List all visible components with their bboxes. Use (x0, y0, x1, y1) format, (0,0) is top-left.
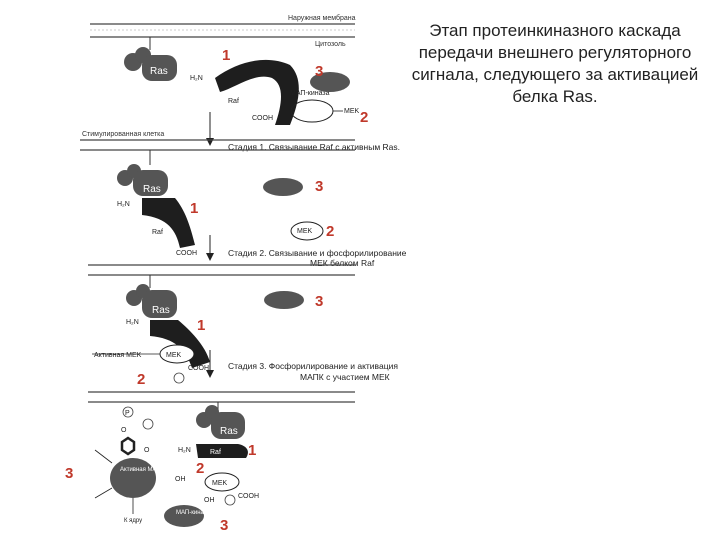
svg-text:MEK: MEK (212, 480, 228, 487)
membrane-label: Наружная мембрана (288, 14, 356, 22)
active-mapk-protein (110, 458, 156, 498)
svg-text:1: 1 (190, 200, 198, 217)
panel-stage-1: Наружная мембрана Цитозоль Ras H₂N Raf C… (90, 14, 400, 152)
panel-stage-3: Ras H₂N Активная MEK MEK COOH 1 3 2 Стад… (88, 264, 398, 388)
svg-text:OH: OH (204, 497, 215, 504)
svg-text:OH: OH (175, 476, 186, 483)
svg-text:2: 2 (137, 371, 145, 388)
raf-protein-4 (196, 444, 248, 458)
mek-protein-1 (290, 99, 334, 123)
svg-text:COOH: COOH (176, 250, 197, 257)
stimulus-label: Стимулированная клетка (82, 131, 164, 138)
svg-text:MEK: MEK (166, 352, 182, 359)
mapk-protein-1 (310, 72, 350, 92)
mek-protein-2 (290, 221, 324, 241)
svg-text:H₂N: H₂N (126, 319, 139, 326)
stage-2-label-a: Стадия 2. Связывание и фосфорилирование (228, 248, 407, 258)
svg-text:2: 2 (196, 460, 204, 477)
svg-text:P: P (125, 410, 130, 417)
svg-text:Raf: Raf (152, 229, 163, 236)
stage-3-label-b: МАПК с участием МЕК (300, 372, 390, 382)
svg-text:H₂N: H₂N (117, 201, 130, 208)
raf-protein-3 (150, 320, 210, 368)
slide-title: Этап протеинкиназного каскада передачи в… (411, 21, 699, 106)
svg-text:Ras: Ras (152, 305, 170, 316)
ras-label: Ras (150, 66, 168, 77)
raf-protein-2 (142, 198, 195, 248)
marker-2: 2 (360, 109, 368, 126)
svg-text:3: 3 (315, 293, 323, 310)
svg-text:H₂N: H₂N (178, 447, 191, 454)
svg-text:1: 1 (197, 317, 205, 334)
marker-1: 1 (222, 47, 230, 64)
raf-label: Raf (228, 98, 239, 105)
mapk-label: МАП-киназа (290, 90, 330, 97)
svg-text:МАП-киназа: МАП-киназа (176, 510, 211, 516)
svg-text:2: 2 (326, 223, 334, 240)
ras-protein-2: Ras (117, 164, 168, 196)
panel-stage-4: Ras H₂N Raf MEK COOH OH OH МАП-киназа P … (65, 391, 355, 534)
svg-text:COOH: COOH (188, 365, 209, 372)
svg-text:Ras: Ras (143, 184, 161, 195)
svg-text:COOH: COOH (238, 493, 259, 500)
svg-text:Raf: Raf (210, 449, 221, 456)
raf-protein-1 (215, 59, 299, 125)
mapk-protein-4 (164, 505, 204, 527)
ras-protein-1: Ras (124, 47, 177, 81)
ras-protein-3: Ras (126, 284, 177, 318)
svg-text:O: O (144, 447, 150, 454)
mek-protein-3 (159, 344, 195, 364)
svg-text:O: O (121, 427, 127, 434)
mek-protein-4 (204, 472, 240, 492)
cytosol-label: Цитозоль (315, 41, 346, 48)
svg-text:MEK: MEK (297, 228, 313, 235)
mek-label: MEK (344, 108, 360, 115)
svg-text:3: 3 (220, 517, 228, 534)
stage-2-label-b: МЕК белком Raf (310, 258, 375, 268)
active-mek-label: Активная MEK (94, 352, 142, 359)
mapk-protein-2 (263, 178, 303, 196)
stage-3-label-a: Стадия 3. Фосфорилирование и активация (228, 361, 398, 371)
h2n-label: H₂N (190, 75, 203, 82)
ras-protein-4: Ras (196, 405, 245, 439)
cooh-label: COOH (252, 115, 273, 122)
svg-text:Ras: Ras (220, 426, 238, 437)
svg-text:3: 3 (315, 178, 323, 195)
stage-1-label: Стадия 1. Связывание Raf с активным Ras. (228, 142, 400, 152)
svg-text:3: 3 (65, 465, 73, 482)
mapk-protein-3 (264, 291, 304, 309)
active-mapk-label: Активная МАП-киназа (120, 467, 182, 473)
phosphate-hexagon (120, 436, 136, 456)
marker-3: 3 (315, 63, 323, 80)
svg-text:1: 1 (248, 442, 256, 459)
panel-stage-2: Стимулированная клетка Ras H₂N Raf COOH … (80, 131, 407, 268)
to-nucleus-label: К ядру (124, 518, 142, 524)
